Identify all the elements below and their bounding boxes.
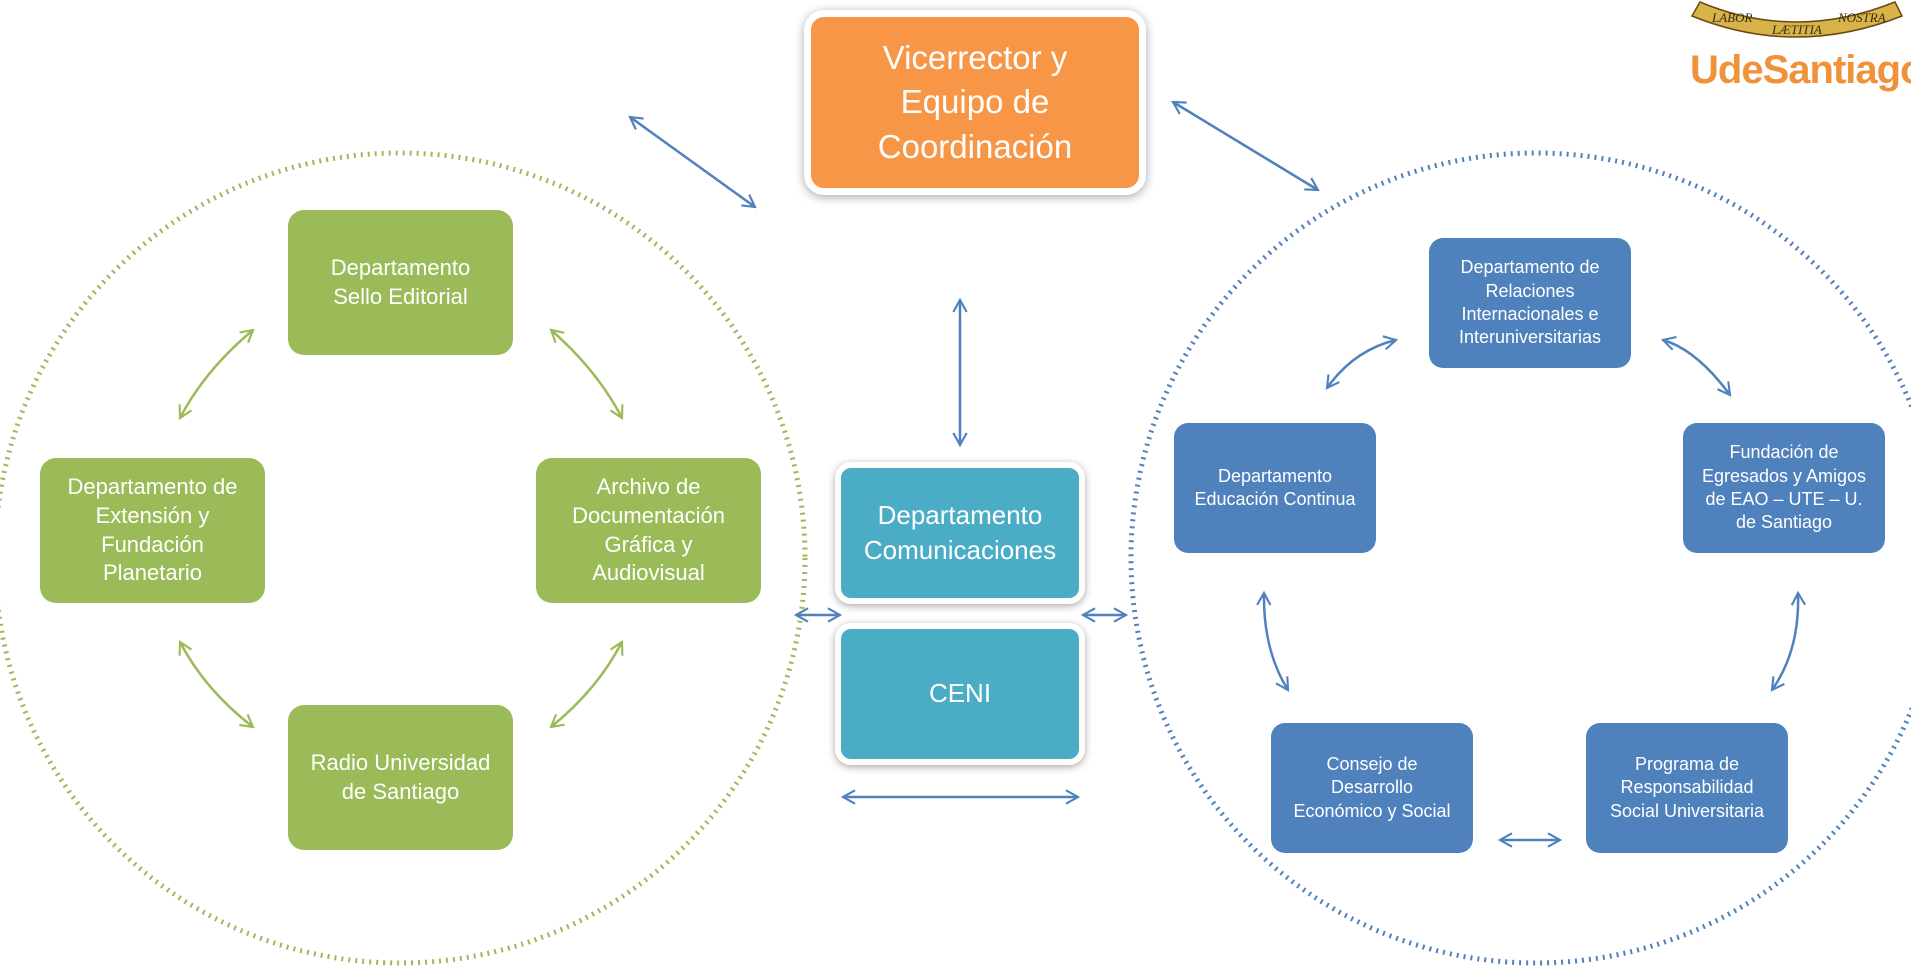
- node-vicerrector: Vicerrector y Equipo de Coordinación: [804, 10, 1146, 195]
- node-consejo-desarrollo: Consejo de Desarrollo Económico y Social: [1271, 723, 1473, 853]
- node-radio-universidad: Radio Universidad de Santiago: [288, 705, 513, 850]
- node-archivo-documentacion: Archivo de Documentación Gráfica y Audio…: [536, 458, 761, 603]
- connector-sello-extension: [178, 328, 255, 420]
- node-educacion-continua: Departamento Educación Continua: [1174, 423, 1376, 553]
- connector-top-left: [628, 115, 757, 209]
- connector-fund-programa: [1770, 590, 1806, 692]
- motto-word-3: NOSTRA: [1837, 10, 1886, 25]
- connector-extension-radio: [178, 640, 255, 729]
- node-relaciones-internacionales: Departamento de Relaciones Internacional…: [1429, 238, 1631, 368]
- node-programa-rsu: Programa de Responsabilidad Social Unive…: [1586, 723, 1788, 853]
- connector-top-right: [1171, 100, 1320, 192]
- node-ceni: CENI: [835, 623, 1085, 765]
- motto-word-2: LÆTITIA: [1771, 22, 1822, 37]
- connector-sello-archivo: [549, 328, 624, 420]
- university-logo: UdeSantiago: [1690, 48, 1911, 93]
- university-seal-ribbon: LABOR LÆTITIA NOSTRA: [1690, 1, 1904, 38]
- node-sello-editorial: Departamento Sello Editorial: [288, 210, 513, 355]
- left-group-boundary: [0, 150, 808, 966]
- node-comunicaciones: Departamento Comunicaciones: [835, 462, 1085, 604]
- logo-name: Santiago: [1762, 48, 1911, 92]
- node-extension-planetario: Departamento de Extensión y Fundación Pl…: [40, 458, 265, 603]
- logo-prefix: Ude: [1690, 48, 1764, 92]
- connector-edu-consejo: [1256, 590, 1290, 692]
- connector-archivo-radio: [549, 640, 624, 729]
- motto-word-1: LABOR: [1711, 10, 1753, 25]
- node-fundacion-egresados: Fundación de Egresados y Amigos de EAO –…: [1683, 423, 1885, 553]
- connector-rel-edu: [1325, 335, 1399, 390]
- connector-rel-fund: [1660, 335, 1732, 397]
